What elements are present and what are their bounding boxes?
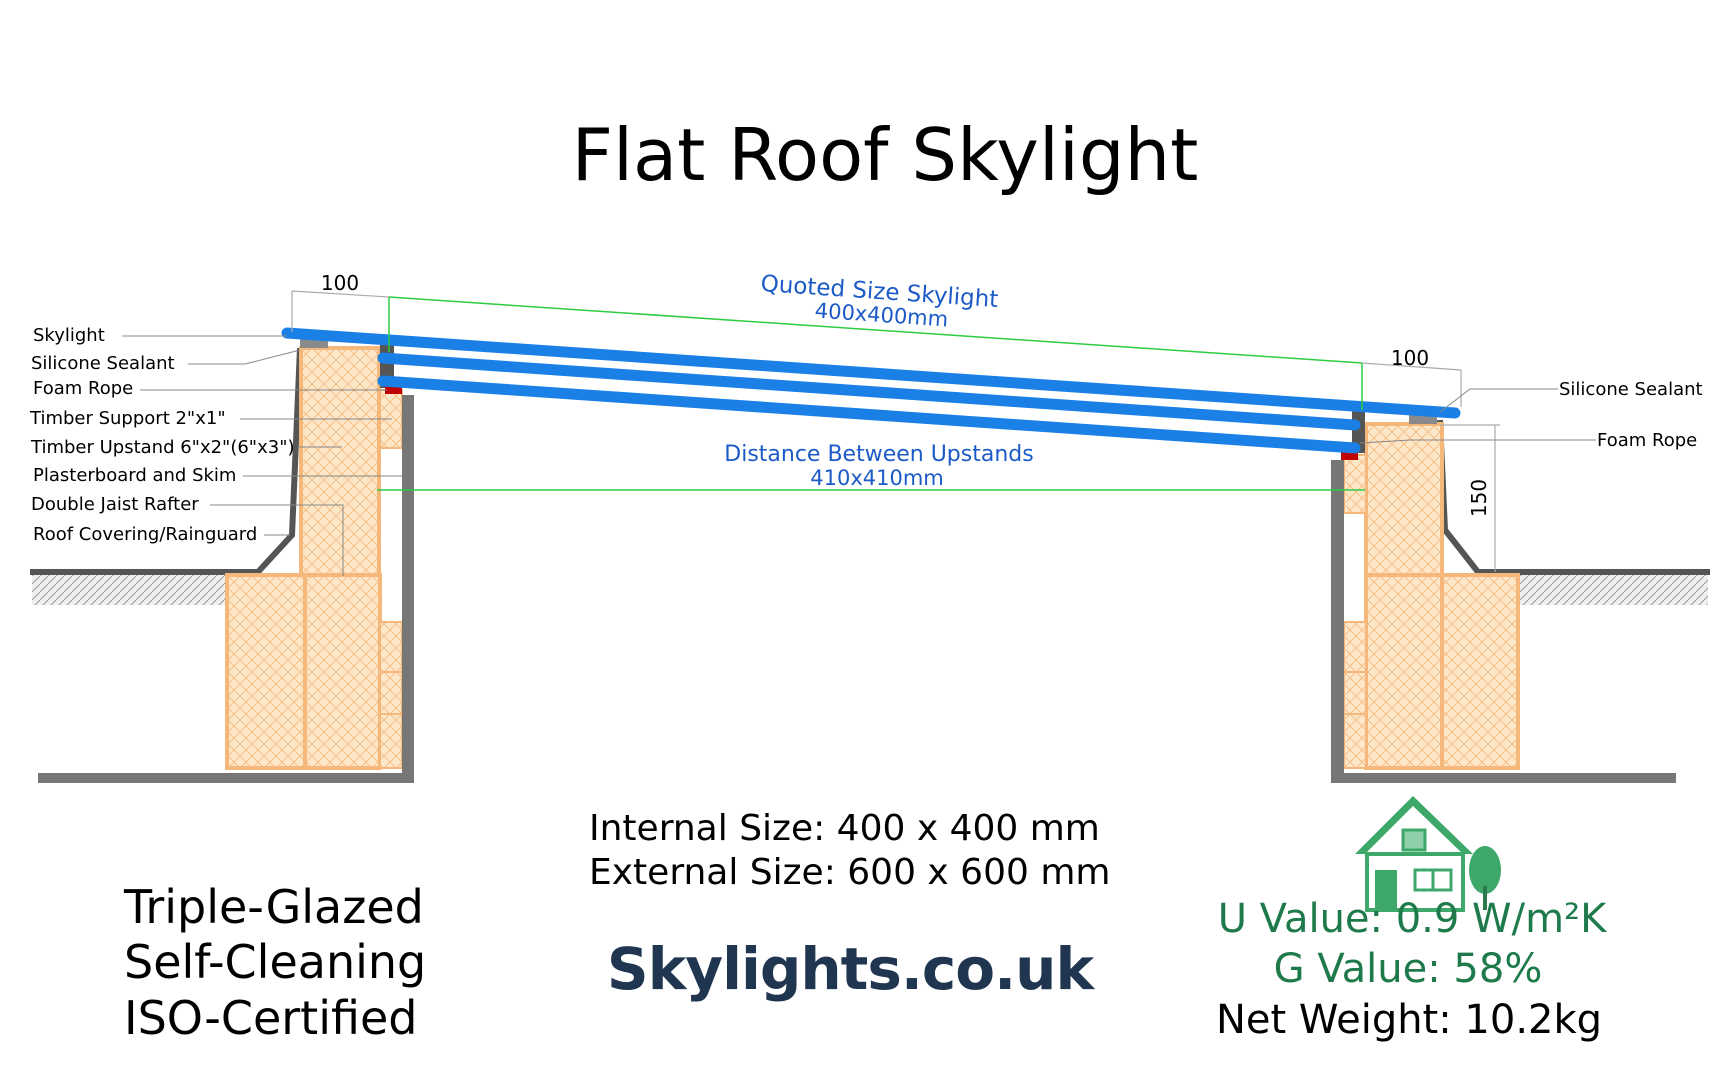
right-callouts: Silicone Sealant Foam Rope — [1359, 379, 1703, 451]
page-title: Flat Roof Skylight — [572, 113, 1199, 197]
right-foam-rope — [1341, 450, 1358, 460]
between-upstands-label: Distance Between Upstands — [724, 442, 1033, 467]
left-overlap-line — [291, 290, 390, 298]
glass-panes — [281, 327, 1461, 454]
g-value: G Value: 58% — [1274, 946, 1543, 992]
label-foam-rope-left: Foam Rope — [33, 378, 133, 399]
feature-iso-certified: ISO-Certified — [124, 991, 417, 1045]
label-double-joist-rafter: Double Jaist Rafter — [31, 494, 199, 515]
right-upstand-structure — [1331, 408, 1710, 783]
left-timber-upstand — [299, 346, 381, 577]
left-inner-wall — [402, 395, 414, 779]
label-timber-upstand: Timber Upstand 6"x2"(6"x3") — [30, 437, 295, 458]
right-plasterboard-1 — [1343, 454, 1367, 514]
left-rafter-block-b — [303, 573, 382, 770]
left-roof-covering — [30, 347, 303, 575]
label-silicone-sealant-left: Silicone Sealant — [31, 353, 175, 374]
label-roof-covering: Roof Covering/Rainguard — [33, 524, 257, 545]
right-plasterboard-2 — [1343, 621, 1367, 673]
left-rafter-block-a — [225, 573, 307, 770]
left-foam-rope — [385, 384, 402, 394]
external-size: External Size: 600 x 600 mm — [589, 852, 1110, 893]
left-ceiling-line — [38, 773, 414, 783]
net-weight: Net Weight: 10.2kg — [1216, 997, 1602, 1043]
left-overlap-value: 100 — [321, 271, 359, 295]
left-plasterboard-4 — [379, 713, 403, 769]
between-upstands-value: 410x410mm — [810, 466, 944, 490]
right-plasterboard-3 — [1343, 671, 1367, 715]
left-plasterboard-2 — [379, 621, 403, 673]
upstand-height-value: 150 — [1467, 479, 1491, 517]
right-rafter-block-b — [1440, 573, 1520, 770]
right-timber-support — [1352, 408, 1365, 453]
glass-pane-middle — [377, 352, 1361, 431]
right-overlap-value: 100 — [1391, 346, 1429, 370]
right-plasterboard-4 — [1343, 713, 1367, 769]
right-inner-wall — [1331, 460, 1344, 779]
feature-triple-glazed: Triple-Glazed — [123, 880, 424, 934]
label-timber-support: Timber Support 2"x1" — [29, 408, 226, 429]
u-value: U Value: 0.9 W/m²K — [1218, 896, 1608, 942]
right-silicone-sealant — [1409, 414, 1437, 424]
label-foam-rope-right: Foam Rope — [1597, 430, 1697, 451]
label-silicone-sealant-right: Silicone Sealant — [1559, 379, 1703, 400]
label-plasterboard: Plasterboard and Skim — [33, 465, 236, 486]
right-timber-upstand — [1364, 422, 1444, 577]
left-ground-hatch — [32, 575, 227, 605]
label-skylight: Skylight — [33, 325, 105, 346]
feature-self-cleaning: Self-Cleaning — [124, 935, 426, 989]
dimension-lines — [291, 290, 1500, 572]
quoted-size-line — [388, 296, 1363, 364]
brand-logo: Skylights.co.uk — [607, 935, 1096, 1003]
glass-pane-outer — [281, 327, 1461, 419]
house-icon — [1355, 796, 1473, 912]
left-plasterboard-3 — [379, 671, 403, 715]
right-ceiling-line — [1331, 773, 1676, 783]
glass-pane-inner — [377, 375, 1361, 454]
left-callouts: Skylight Silicone Sealant Foam Rope Timb… — [29, 325, 402, 576]
left-silicone-sealant — [300, 337, 328, 348]
internal-size: Internal Size: 400 x 400 mm — [589, 808, 1100, 849]
tree-icon — [1469, 846, 1501, 910]
left-upstand-structure — [30, 337, 414, 783]
right-overlap-line — [1361, 362, 1462, 371]
right-rafter-block-a — [1364, 573, 1444, 770]
